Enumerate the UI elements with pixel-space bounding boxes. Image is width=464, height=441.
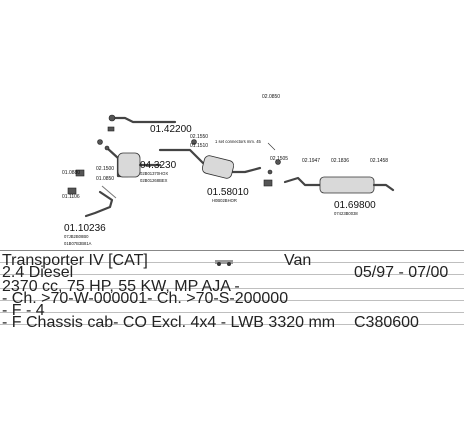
label-02-1505: 02.1505	[270, 156, 288, 162]
part-code-p1: 01.42200	[150, 124, 192, 135]
rear-muffler: 01.69800 07423B0038	[283, 176, 395, 216]
model-text: Transporter IV [CAT]	[2, 252, 148, 269]
right-clamps: 02.1505 02.1947 02.1836 02.1458	[263, 156, 388, 187]
part-sub-p2-2: 02B01268BEX	[140, 178, 168, 183]
part-sub-p5-2: 01B07B3B81A	[64, 241, 92, 246]
row-spec: 2370 cc, 75 HP, 55 KW, MP AJA -	[0, 277, 464, 295]
label-02-1836: 02.1836	[331, 158, 349, 164]
table-top-rule	[0, 250, 464, 251]
front-pipe-assembly: 01.42200	[107, 114, 192, 135]
label-01-1510: 01.1510	[190, 143, 208, 149]
years-text: 05/97 - 07/00	[354, 264, 449, 281]
chassis-range-text: - Ch. >70-W-000001- Ch. >70-S-200000	[2, 290, 289, 307]
chassis-desc-text: - F Chassis cab- CO Excl. 4x4 - LWB 3320…	[2, 314, 336, 331]
part-sub-p2-1: 02B01370HOX	[140, 171, 168, 176]
row-engine: 2.4 Diesel 05/97 - 07/00	[0, 263, 464, 281]
code-text: C380600	[354, 314, 419, 331]
label-02-0850: 02.0850	[262, 94, 280, 100]
row-misc: - F - 4	[0, 301, 464, 319]
body-text: Van	[284, 252, 312, 269]
label-02-1947: 02.1947	[302, 158, 320, 164]
row-chassis-range: - Ch. >70-W-000001- Ch. >70-S-200000	[0, 289, 464, 307]
wheel-icon	[215, 253, 233, 271]
part-sub-p3-1: H0B02BHOR	[212, 198, 237, 203]
connectors-note-text: 1 set connectors mm. 45	[215, 139, 262, 144]
misc-text: - F - 4	[2, 302, 45, 319]
part-code-p5: 01.10236	[64, 223, 106, 234]
row-model: Transporter IV [CAT] Van	[0, 251, 464, 269]
label-02-1458: 02.1458	[370, 158, 388, 164]
down-pipe: 01.10236 07JB2B08B0 01B07B3B81A	[64, 185, 117, 246]
spec-text: 2370 cc, 75 HP, 55 KW, MP AJA -	[2, 278, 240, 295]
exhaust-diagram: 01.42200 02.1500 01.0850 04.3230 02B0137…	[62, 94, 395, 246]
part-code-p3: 01.58010	[207, 187, 249, 198]
left-clamps: 01.0880 01.1106	[62, 169, 85, 200]
part-code-p2: 04.3230	[140, 160, 177, 171]
connectors-note: 1 set connectors mm. 45 02.0850	[215, 94, 280, 151]
part-sub-p5-1: 07JB2B08B0	[64, 234, 89, 239]
label-02-1550: 02.1550	[190, 134, 208, 140]
label-01-0880: 01.0880	[62, 170, 80, 176]
label-01-0850: 01.0850	[96, 176, 114, 182]
middle-muffler: 02.1550 01.1510 01.58010 H0B02BHOR	[158, 134, 262, 203]
catalytic-converter: 02.1500 01.0850 04.3230 02B01370HOX 02B0…	[96, 139, 177, 183]
row-chassis-desc: - F Chassis cab- CO Excl. 4x4 - LWB 3320…	[0, 313, 464, 331]
label-02-1500: 02.1500	[96, 166, 114, 172]
part-sub-p4-1: 07423B0038	[334, 211, 358, 216]
engine-text: 2.4 Diesel	[2, 264, 74, 281]
part-code-p4: 01.69800	[334, 200, 376, 211]
label-01-1106: 01.1106	[62, 194, 80, 200]
